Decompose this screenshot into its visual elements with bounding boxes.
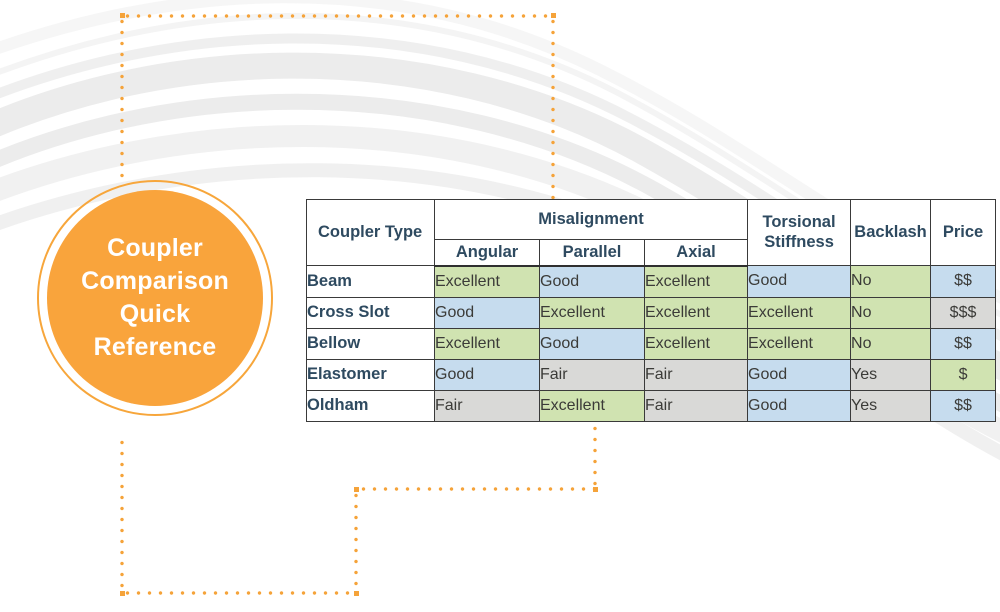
cell-backlash: No <box>850 327 932 360</box>
cell-torsional-stiffness: Excellent <box>747 296 852 329</box>
cell-angular: Excellent <box>434 327 540 360</box>
cell-axial: Fair <box>643 358 749 391</box>
connector-dotted-left-vertical-lower <box>120 437 124 593</box>
cell-torsional-stiffness: Good <box>747 389 852 422</box>
header-torsional-stiffness: Torsional Stiffness <box>747 199 852 266</box>
connector-corner-top-right <box>551 13 556 18</box>
row-label-oldham: Oldham <box>306 389 435 422</box>
header-backlash: Backlash <box>850 199 932 266</box>
cell-angular: Good <box>434 358 540 391</box>
cell-parallel: Excellent <box>539 389 645 422</box>
badge-outer-ring <box>37 180 273 416</box>
cell-axial: Fair <box>643 389 749 422</box>
cell-parallel: Fair <box>539 358 645 391</box>
cell-angular: Good <box>434 296 540 329</box>
cell-axial: Excellent <box>643 265 749 298</box>
badge-title-line-2: Comparison <box>81 267 229 295</box>
cell-torsional-stiffness: Excellent <box>747 327 852 360</box>
badge-circle: Coupler Comparison Quick Reference <box>47 190 263 406</box>
cell-parallel: Good <box>539 327 645 360</box>
header-angular: Angular <box>434 239 540 267</box>
connector-dotted-mid-vertical-lower <box>354 490 358 593</box>
cell-price: $$ <box>930 327 997 360</box>
cell-torsional-stiffness: Good <box>747 265 852 298</box>
cell-price: $ <box>930 358 997 391</box>
row-label-elastomer: Elastomer <box>306 358 435 391</box>
badge-title: Coupler Comparison Quick Reference <box>55 232 255 364</box>
table-header-row-sub: Angular Parallel Axial <box>307 239 996 267</box>
connector-dotted-mid-vertical-to-table <box>551 16 555 200</box>
coupler-comparison-table-container: Coupler Type Misalignment Torsional Stif… <box>306 199 997 422</box>
cell-axial: Excellent <box>643 296 749 329</box>
badge-title-line-1: Coupler <box>107 234 203 262</box>
connector-dotted-lower-horizontal <box>358 487 595 491</box>
cell-axial: Excellent <box>643 327 749 360</box>
connector-corner-mid-upper <box>354 487 359 492</box>
connector-dotted-top-horizontal <box>122 14 556 18</box>
row-label-bellow: Bellow <box>306 327 435 360</box>
cell-angular: Fair <box>434 389 540 422</box>
cell-price: $$ <box>930 265 997 298</box>
cell-backlash: Yes <box>850 389 932 422</box>
badge-title-line-4: Reference <box>93 333 217 361</box>
connector-dotted-left-vertical-upper <box>120 16 124 182</box>
connector-corner-top-left <box>120 13 125 18</box>
connector-dotted-right-vertical <box>593 423 597 489</box>
cell-price: $$ <box>930 389 997 422</box>
table-head: Coupler Type Misalignment Torsional Stif… <box>306 199 997 267</box>
connector-dotted-bottom-horizontal <box>122 591 356 595</box>
cell-backlash: Yes <box>850 358 932 391</box>
cell-backlash: No <box>850 296 932 329</box>
cell-price: $$$ <box>930 296 997 329</box>
header-misalignment-group: Misalignment <box>433 199 749 240</box>
row-label-beam: Beam <box>306 265 435 298</box>
connector-corner-bottom-mid <box>354 591 359 596</box>
cell-parallel: Excellent <box>539 296 645 329</box>
header-coupler-type: Coupler Type <box>306 199 435 266</box>
row-label-cross-slot: Cross Slot <box>306 296 435 329</box>
table-header-row-groups: Coupler Type Misalignment Torsional Stif… <box>306 199 997 266</box>
cell-torsional-stiffness: Good <box>747 358 852 391</box>
header-price: Price <box>930 199 997 266</box>
cell-parallel: Good <box>539 265 645 298</box>
connector-corner-lower-right <box>593 487 598 492</box>
header-axial: Axial <box>643 239 749 267</box>
header-parallel: Parallel <box>539 239 645 267</box>
cell-backlash: No <box>850 265 932 298</box>
cell-angular: Excellent <box>434 265 540 298</box>
badge-title-line-3: Quick <box>119 300 191 328</box>
coupler-comparison-table: Coupler Type Misalignment Torsional Stif… <box>306 199 997 422</box>
